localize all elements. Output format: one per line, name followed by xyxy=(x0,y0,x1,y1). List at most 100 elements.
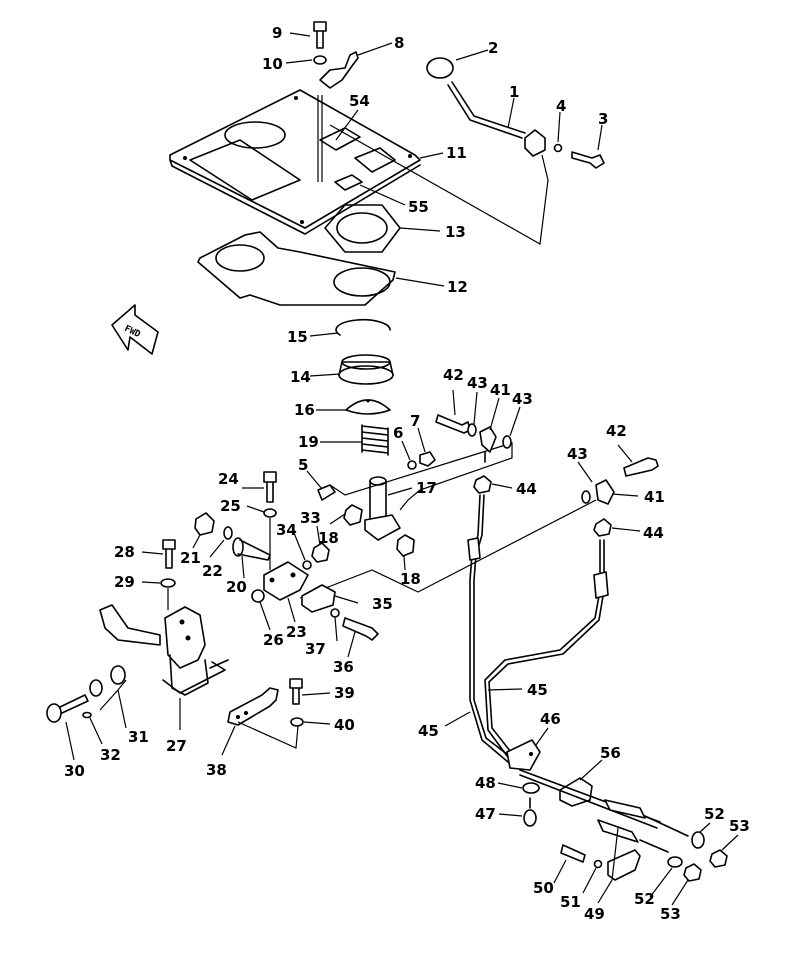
knob-2 xyxy=(426,57,454,79)
callout-21: 21 xyxy=(180,549,201,567)
washer-6 xyxy=(407,460,417,470)
callout-45b: 45 xyxy=(418,722,439,740)
callout-46: 46 xyxy=(540,710,561,728)
bolt-28 xyxy=(162,539,176,569)
callout-52b: 52 xyxy=(634,890,655,908)
clamp-46 xyxy=(506,739,541,771)
cable-end-fittings xyxy=(597,799,689,853)
bolt-24 xyxy=(263,471,277,503)
callout-53a: 53 xyxy=(729,817,750,835)
callout-33: 33 xyxy=(300,509,321,527)
washer-43b xyxy=(502,435,512,449)
callout-25: 25 xyxy=(220,497,241,515)
washer-25 xyxy=(263,508,277,518)
callout-28: 28 xyxy=(114,543,135,561)
washer-51 xyxy=(593,859,603,869)
callout-45a: 45 xyxy=(527,681,548,699)
callout-5: 5 xyxy=(298,456,308,474)
bracket-49 xyxy=(607,849,641,881)
bolt-3 xyxy=(571,151,605,169)
nut-44a xyxy=(473,475,492,494)
callout-35: 35 xyxy=(372,595,393,613)
cover-plate-11 xyxy=(169,89,421,235)
callout-2: 2 xyxy=(488,39,498,57)
boot-14 xyxy=(338,354,394,385)
callout-26: 26 xyxy=(263,631,284,649)
washer-4 xyxy=(553,143,563,153)
bolt-36 xyxy=(342,617,379,641)
callout-16: 16 xyxy=(294,401,315,419)
callout-12: 12 xyxy=(447,278,468,296)
bushing-18b xyxy=(396,534,415,557)
callout-6: 6 xyxy=(393,424,403,442)
bolt-50 xyxy=(560,844,586,863)
callout-54: 54 xyxy=(349,92,370,110)
snap-ring-15 xyxy=(335,318,391,336)
callout-27: 27 xyxy=(166,737,187,755)
washer-34 xyxy=(302,560,312,570)
bracket-38 xyxy=(227,687,279,726)
washer-10 xyxy=(313,55,327,65)
callout-17: 17 xyxy=(416,479,437,497)
callout-11: 11 xyxy=(446,144,467,162)
callout-37: 37 xyxy=(305,640,326,658)
callout-42a: 42 xyxy=(443,366,464,384)
callout-4: 4 xyxy=(556,97,566,115)
support-bracket-27 xyxy=(99,604,229,696)
washer-29 xyxy=(160,578,176,588)
callout-9: 9 xyxy=(272,24,282,42)
callout-8: 8 xyxy=(394,34,404,52)
cable-45a xyxy=(467,494,513,763)
washer-52b xyxy=(691,831,705,849)
callout-41a: 41 xyxy=(490,381,511,399)
forward-direction-icon: FWD xyxy=(111,304,159,355)
callout-40: 40 xyxy=(334,716,355,734)
callout-44b: 44 xyxy=(643,524,664,542)
nut-33 xyxy=(311,542,330,563)
bolt-42a xyxy=(435,414,471,434)
callout-29: 29 xyxy=(114,573,135,591)
leader-lines xyxy=(65,32,739,906)
nut-44b xyxy=(593,518,612,537)
callout-23: 23 xyxy=(286,623,307,641)
bolt-9 xyxy=(313,21,327,49)
callout-labels: 1 2 3 4 5 6 7 8 9 10 11 12 13 14 15 16 1… xyxy=(64,24,750,923)
callout-19: 19 xyxy=(298,433,319,451)
callout-24: 24 xyxy=(218,470,239,488)
pin-20 xyxy=(232,537,271,561)
callout-3: 3 xyxy=(598,110,608,128)
bracket-23 xyxy=(263,561,309,601)
callout-44a: 44 xyxy=(516,480,537,498)
callout-22: 22 xyxy=(202,562,223,580)
bracket-35 xyxy=(301,584,336,613)
callout-18b: 18 xyxy=(400,570,421,588)
lever-31 xyxy=(89,665,126,697)
callout-53b: 53 xyxy=(660,905,681,923)
callout-51: 51 xyxy=(560,893,581,911)
pin-32 xyxy=(82,711,92,719)
cover-16 xyxy=(345,399,391,415)
bracket-8 xyxy=(319,51,359,89)
gear-shift-lever-1 xyxy=(426,57,605,169)
plate-54 xyxy=(319,127,361,151)
callout-10: 10 xyxy=(262,55,283,73)
washer-22 xyxy=(223,526,233,540)
callout-18a: 18 xyxy=(318,529,339,547)
lever-17 xyxy=(364,476,401,541)
callout-14: 14 xyxy=(290,368,311,386)
nut-53a xyxy=(683,863,702,882)
gasket-plate-12 xyxy=(197,231,396,306)
callout-49: 49 xyxy=(584,905,605,923)
callout-52a: 52 xyxy=(704,805,725,823)
nut-53b xyxy=(709,849,728,868)
seal-13 xyxy=(324,204,401,253)
bolt-47 xyxy=(523,797,537,827)
callout-32: 32 xyxy=(100,746,121,764)
callout-43a: 43 xyxy=(467,374,488,392)
callout-7: 7 xyxy=(410,412,420,430)
nut-21 xyxy=(194,512,215,536)
nut-7 xyxy=(419,451,436,467)
joint-41a xyxy=(479,426,497,463)
callout-13: 13 xyxy=(445,223,466,241)
